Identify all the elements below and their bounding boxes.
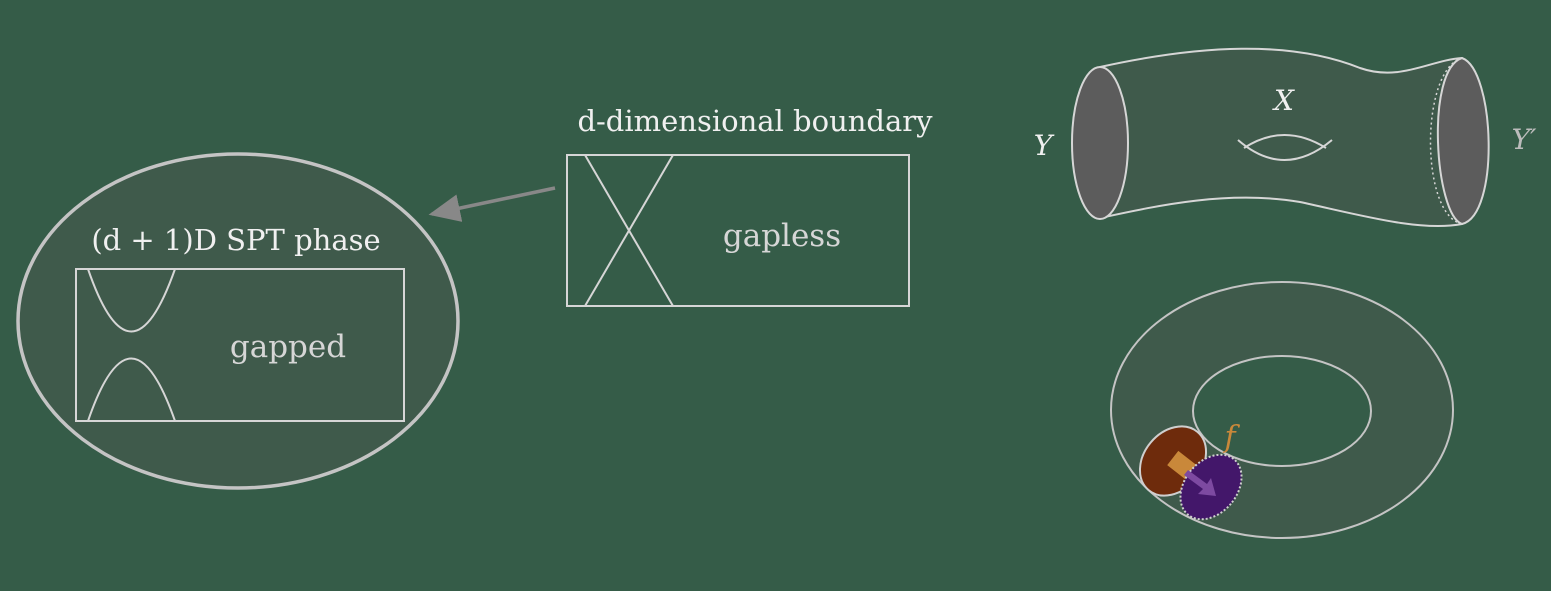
spt-phase-title: (d + 1)D SPT phase	[91, 223, 380, 257]
handle-hole-upper	[1243, 134, 1327, 149]
gapped-box	[75, 268, 405, 422]
lower-band-curve	[87, 357, 176, 422]
boundary-title: d-dimensional boundary	[577, 104, 933, 138]
gapless-label: gapless	[723, 218, 841, 254]
map-arrow-icon	[1184, 470, 1216, 496]
label-x: X	[1272, 84, 1295, 117]
boundary-group: d-dimensional boundary gapless	[566, 104, 933, 307]
cobordism-group: Y Y′ X	[1034, 47, 1537, 228]
handle-hole-lower	[1237, 139, 1333, 161]
gapless-box	[566, 154, 910, 307]
boundary-to-spt-arrow	[428, 186, 556, 222]
spt-phase-group: (d + 1)D SPT phase gapped	[16, 152, 460, 490]
gapped-label: gapped	[230, 329, 346, 365]
cap-y-prime-back	[1429, 57, 1463, 225]
upper-band-curve	[87, 268, 176, 333]
cap-y-prime-front	[1436, 56, 1490, 226]
label-y: Y	[1034, 129, 1055, 162]
cap-y-left	[1071, 66, 1129, 220]
torus-surface	[1109, 281, 1455, 539]
dispersion-line-2	[584, 154, 674, 307]
label-y-prime: Y′	[1512, 123, 1537, 156]
spt-phase-ellipse	[16, 152, 460, 490]
torus-group: f	[1109, 281, 1455, 539]
map-label-f: f	[1222, 420, 1240, 455]
cobordism-surface	[1082, 47, 1488, 228]
